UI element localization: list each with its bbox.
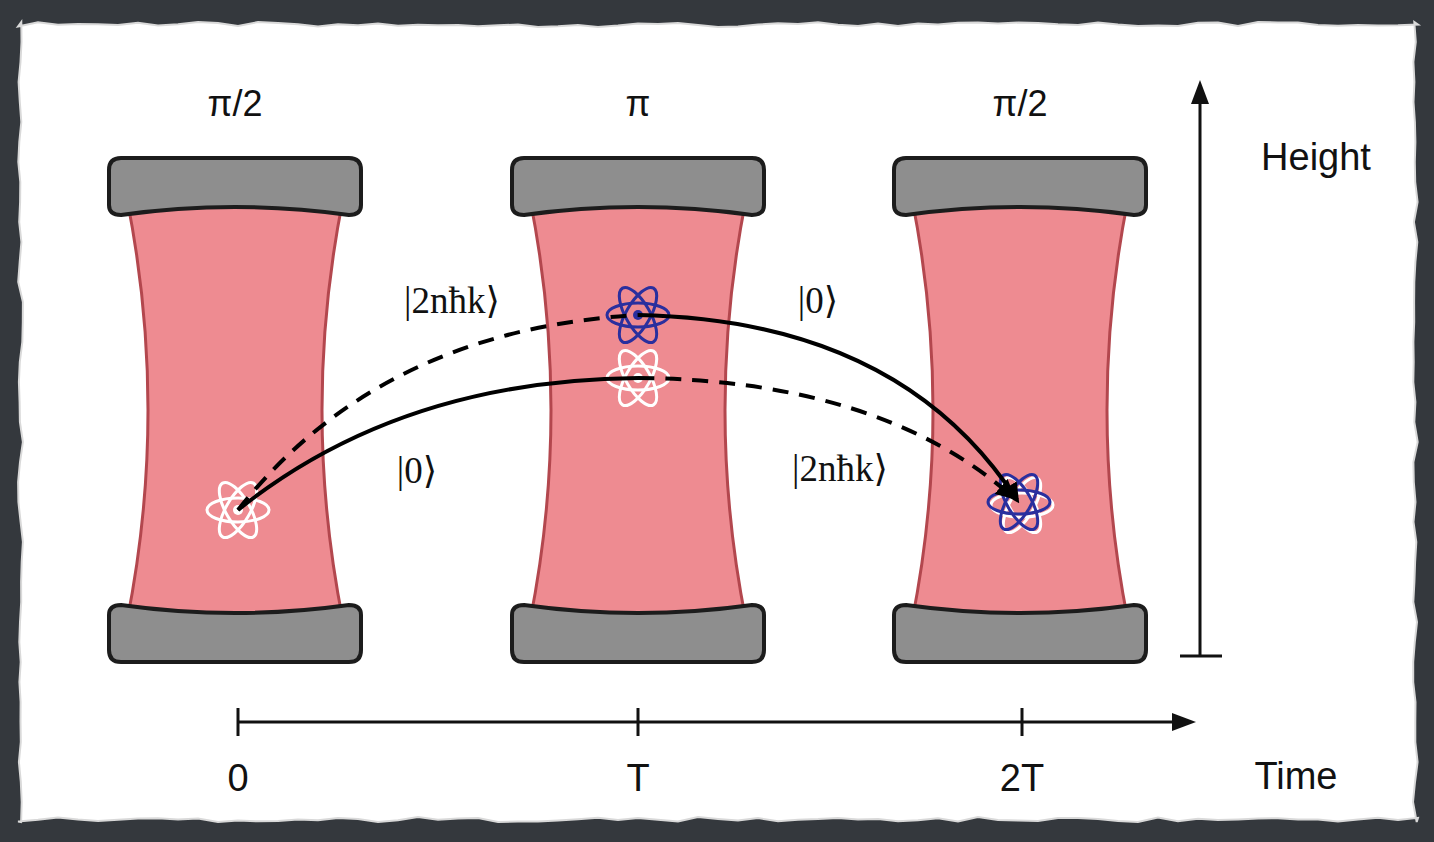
cavity-node: π [508, 155, 768, 665]
torn-paper [18, 22, 1418, 822]
state-label: |0⟩ [798, 279, 838, 322]
height-axis [1180, 80, 1222, 656]
atom-white-start [207, 477, 269, 543]
time-axis [238, 708, 1196, 736]
pulse-label: π/2 [208, 83, 263, 125]
cavity-node: π/2 [105, 155, 365, 665]
state-label: |2nħk⟩ [404, 279, 500, 322]
tick-label: T [626, 757, 649, 800]
pulse-label: π [626, 83, 651, 125]
atom-white-mid [607, 345, 669, 411]
tick-label: 0 [227, 757, 248, 800]
optical-cavity [508, 155, 768, 665]
state-label: |0⟩ [397, 449, 437, 492]
axis-label: Height [1261, 136, 1371, 179]
path-kick-first [238, 315, 638, 510]
atom-blue-mid [607, 282, 669, 348]
path-zero-second [638, 315, 1017, 500]
optical-cavity [105, 155, 365, 665]
state-label: |2nħk⟩ [792, 447, 888, 490]
path-zero-first [238, 378, 638, 510]
tick-label: 2T [1000, 757, 1044, 800]
axis-label: Time [1254, 755, 1337, 798]
pulse-label: π/2 [993, 83, 1048, 125]
atom-white-end [988, 469, 1053, 538]
optical-cavity [890, 155, 1150, 665]
path-kick-second [638, 378, 1013, 497]
cavity-node: π/2 [890, 155, 1150, 665]
